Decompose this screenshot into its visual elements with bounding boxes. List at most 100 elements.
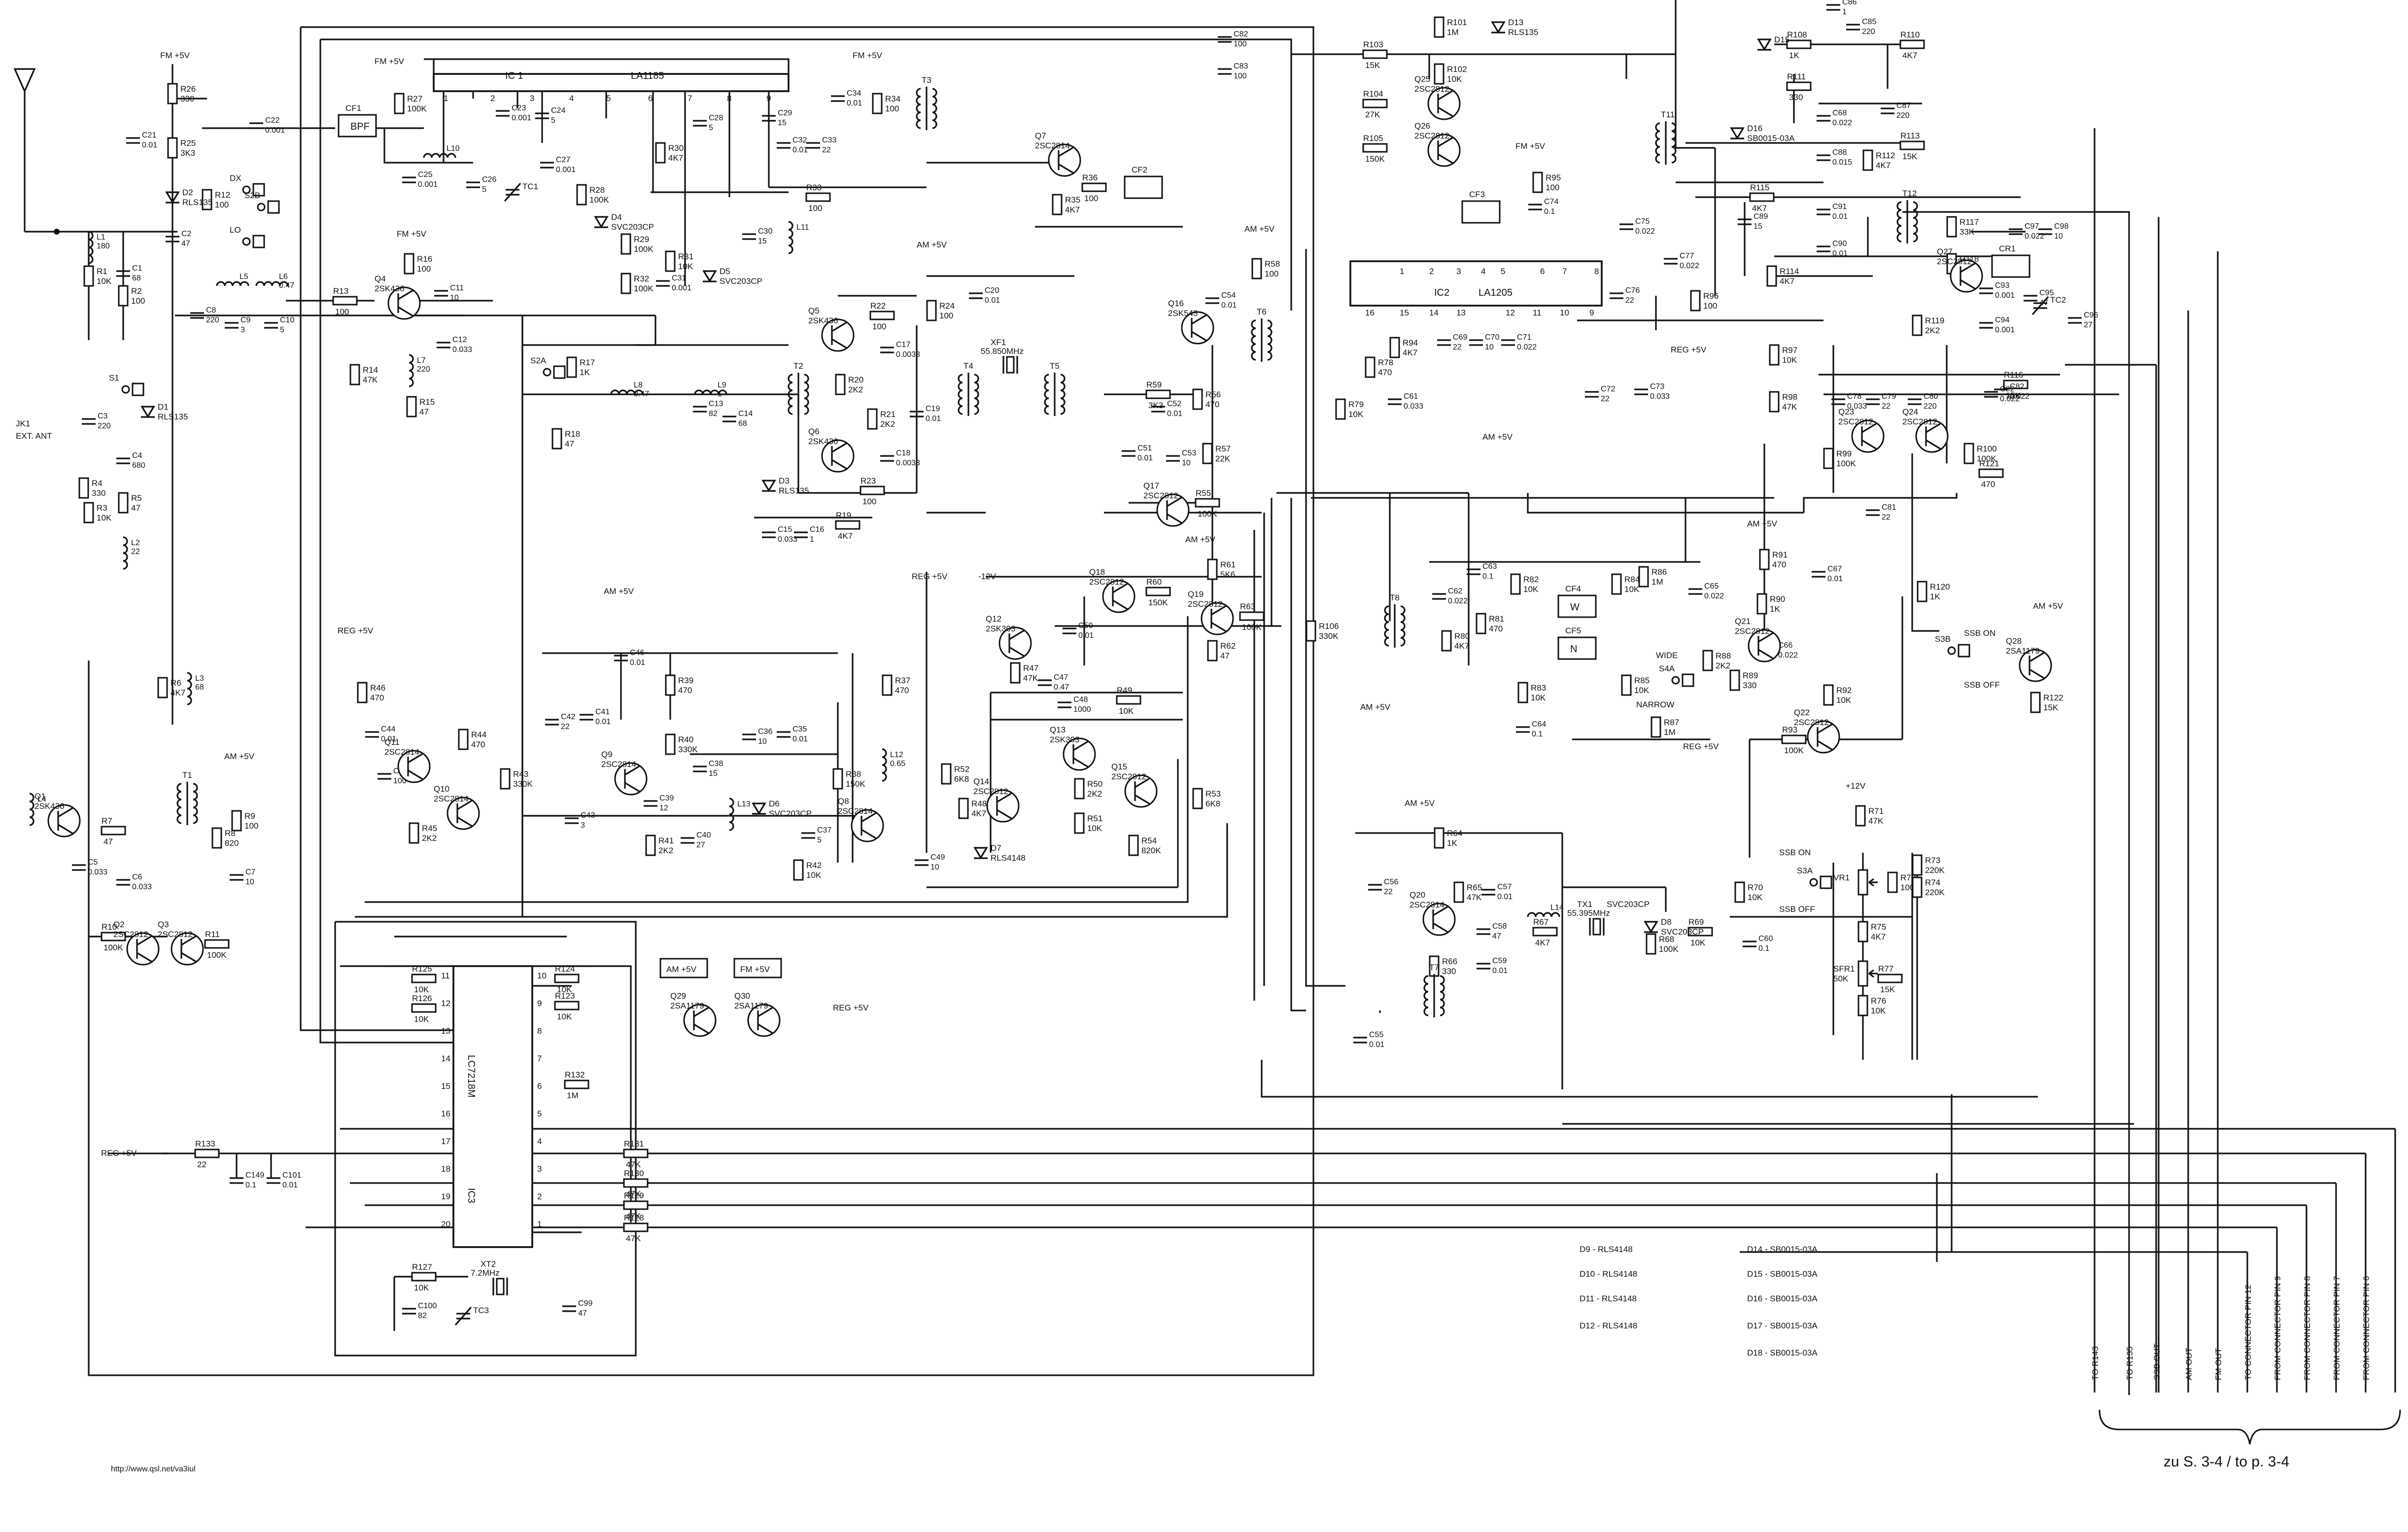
resistor-ref: R38 [846,769,861,779]
ic3-pin: 6 [537,1081,542,1091]
filter-cr1: CR1 [1991,244,2030,278]
resistor-ref: R79 [1348,400,1364,409]
transformer-t5: T5 [1044,361,1066,416]
ic2-pin: 11 [1533,308,1542,317]
capacitor-ref: C99 [578,1299,592,1308]
capacitor-value: 0.01 [792,735,808,743]
rail-label: AM +5V [224,752,255,761]
resistor-value: 2K2 [1716,661,1730,670]
capacitor-value: 0.1 [1758,944,1769,953]
ic2-type: LA1205 [1479,287,1513,298]
legend-item: D12 - RLS4148 [1580,1321,1637,1330]
trimmer-ref: TC1 [522,182,538,191]
capacitor-value: 0.033 [1847,402,1867,411]
resistor-ref: R128 [624,1213,644,1222]
resistor-value: 100K [634,244,654,254]
connector-label: FROM CONNECTOR PIN 7 [2332,1276,2341,1380]
resistor-ref: R57 [1215,444,1231,453]
resistor-ref: R64 [1447,829,1462,838]
ic2-pin: 9 [1589,308,1594,317]
inductor-l11: L11 [788,221,809,254]
switch-lo: LO [230,225,265,248]
resistor-ref: R43 [513,769,528,779]
transistor-ref: Q19 [1188,590,1204,599]
transistor-type: 2SC2814 [384,747,419,757]
ic2-pin: 5 [1501,267,1505,276]
capacitor-ref: C101 [282,1171,301,1180]
capacitor-value: 0.001 [1995,326,2015,334]
resistor-value: 470 [1772,560,1786,569]
resistor-value: 100K [1659,944,1679,954]
capacitor-value: 10 [1485,343,1494,351]
capacitor-value: 0.001 [512,114,531,122]
ic1: IC 1 LA1185 1 2 3 4 5 6 7 8 9 [433,70,790,103]
connector-label: FROM CONNECTOR PIN 9 [2273,1276,2282,1380]
resistor-ref: R113 [1900,131,1920,140]
capacitor-ref: C41 [595,708,610,716]
resistor-ref: R93 [1782,725,1797,734]
capacitor-value: 10 [758,737,767,746]
connector-label: TO R143 [2091,1346,2100,1380]
resistor-ref: R75 [1871,922,1886,932]
capacitor-value: 27 [696,841,705,849]
ic2-pin: 15 [1400,308,1409,317]
transistor-ref: Q3 [158,920,169,929]
resistor-value: 470 [1981,480,1995,489]
capacitor-ref: C58 [1492,922,1507,931]
inductor-ref: L6 [279,273,288,281]
switch-label: DX [230,174,241,183]
resistor-value: 6K8 [954,774,969,784]
transistor-ref: Q6 [808,427,820,436]
filter-ref: CF5 [1565,626,1581,635]
diode-type: SVC203CP [720,277,762,286]
resistor-value: 330K [678,745,698,754]
capacitor-value: 0.001 [418,180,438,189]
capacitor-ref: C51 [1137,444,1152,453]
transistor-ref: Q9 [601,750,613,759]
capacitor-ref: C9 [241,316,251,324]
ic3-type: LC7218M [466,1055,477,1098]
resistor-ref: R54 [1141,836,1157,845]
resistor-ref: R49 [1117,686,1132,695]
capacitor-ref: C64 [1532,720,1546,729]
transistor-ref: Q10 [434,784,449,794]
capacitor-ref: C19 [926,405,940,413]
ic1-pin: 8 [727,94,731,103]
capacitor-ref: C36 [758,728,772,736]
resistor-value: 220K [1925,888,1945,897]
resistor-value: 1K [1770,604,1780,614]
ic1-pin: 7 [688,94,692,103]
resistor-value: 100K [1836,459,1856,468]
resistor-ref: R88 [1716,651,1731,661]
capacitor-value: 27 [2084,321,2093,329]
legend-item: D11 - RLS4148 [1580,1294,1637,1303]
diode-type: SVC203CP [769,809,812,818]
resistor-value: 3K3 [1148,401,1163,410]
resistor-ref: R50 [1087,779,1102,789]
resistor-ref: R110 [1900,30,1920,39]
rail-label: REG +5V [912,572,948,581]
capacitor-value: 0.01 [1167,410,1182,418]
transistor-ref: Q5 [808,306,820,315]
resistor-value: 820K [1141,846,1161,855]
narrow-label: NARROW [1636,700,1674,709]
pot-ref: SFR1 [1833,964,1855,974]
resistor-value: 150K [846,779,865,789]
ic3-pin: 12 [441,999,450,1008]
capacitor-value: 0.033 [452,346,472,354]
transistor-type: 2SC2814 [601,760,636,769]
